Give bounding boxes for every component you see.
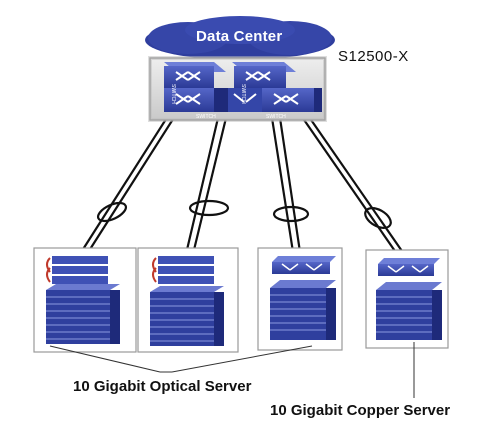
mini-switch	[272, 256, 336, 274]
switch-badge-3: SWITCH	[196, 114, 216, 120]
optical-leader-2	[171, 345, 313, 373]
server-rack-stack	[376, 282, 442, 340]
switch-badge-2: SWITCH	[240, 84, 246, 104]
switch-module-bottom-right	[262, 88, 322, 112]
cable-ring-2	[188, 199, 230, 217]
server-rack-stack	[150, 286, 224, 346]
data-center-label: Data Center	[196, 28, 283, 45]
server-box-4	[365, 249, 449, 349]
server-box-1	[33, 247, 137, 353]
cable-4	[299, 113, 405, 255]
server-box-3	[257, 247, 343, 351]
cable-ring-3	[272, 205, 310, 223]
switch-module-top-right	[232, 62, 296, 88]
cable-2	[184, 117, 228, 255]
optical-server-label: 10 Gigabit Optical Server	[73, 378, 252, 395]
cable-ring-1	[96, 201, 128, 223]
data-center-cloud	[145, 16, 335, 60]
switch-module-top-left	[164, 62, 226, 88]
red-cable	[152, 257, 157, 283]
label-leader-lines	[49, 342, 415, 398]
optical-leader-1	[49, 345, 161, 373]
switch-badge-1: SWITCH	[170, 84, 176, 104]
red-cable	[46, 257, 51, 283]
switch-module-bottom-left	[164, 88, 228, 112]
switch-module-bottom-middle	[228, 88, 262, 112]
cable-group	[79, 113, 405, 255]
mini-switch-stack	[152, 256, 214, 284]
cable-1	[79, 115, 176, 255]
cable-3	[270, 117, 302, 253]
server-box-2	[137, 247, 239, 353]
mini-switch	[378, 258, 440, 276]
core-switch-model-label: S12500-X	[338, 48, 409, 65]
switch-badge-4: SWITCH	[266, 114, 286, 120]
server-rack-stack	[270, 280, 336, 340]
cable-ring-4	[364, 207, 392, 229]
copper-server-label: 10 Gigabit Copper Server	[270, 402, 451, 419]
server-rack-stack	[46, 284, 120, 344]
core-switch: SWITCH SWITCH SWITCH SWITCH	[148, 56, 327, 122]
mini-switch-stack	[46, 256, 108, 284]
